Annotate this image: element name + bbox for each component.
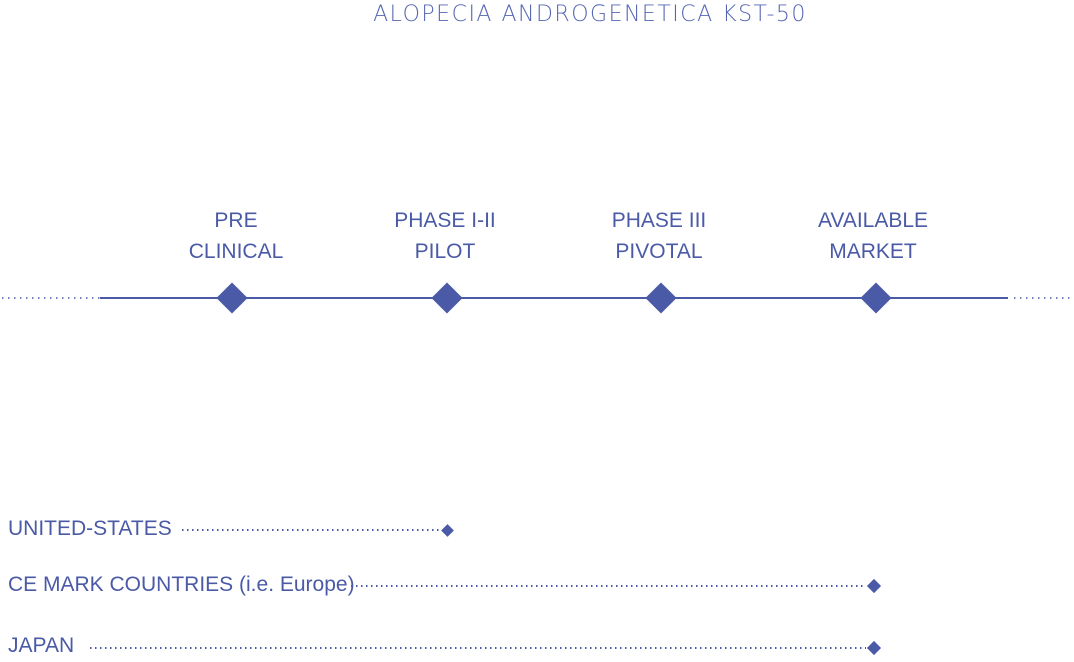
phase-milestone-marker: [216, 282, 248, 314]
phase-milestone-marker: [431, 282, 463, 314]
phase-label-line1: PRE: [214, 209, 258, 232]
phase-milestone-marker: [860, 282, 892, 314]
market-label-us: UNITED-STATES: [8, 517, 172, 540]
phase-label-line1: AVAILABLE: [817, 209, 929, 232]
phase-milestone-marker: [645, 282, 677, 314]
phase-label-line2: PILOT: [414, 240, 476, 263]
phase-label-line2: CLINICAL: [188, 240, 284, 263]
phase-label-available-market: AVAILABLE MARKET: [793, 205, 953, 267]
diagram-title: ALOPECIA ANDROGENETICA KST-50: [373, 2, 807, 27]
market-progress-marker-ce: [866, 578, 882, 594]
market-label-ce-mark: CE MARK COUNTRIES (i.e. Europe): [8, 573, 355, 596]
phase-label-line1: PHASE I-II: [394, 209, 496, 232]
market-label-japan: JAPAN: [8, 634, 75, 657]
market-progress-marker-us: [441, 524, 454, 537]
phase-label-line2: MARKET: [829, 240, 917, 263]
market-progress-marker-japan: [866, 640, 882, 656]
phase-label-line1: PHASE III: [611, 209, 707, 232]
phase-label-phase-1-2: PHASE I-II PILOT: [365, 205, 525, 267]
phase-label-line2: PIVOTAL: [615, 240, 703, 263]
phase-label-phase-3: PHASE III PIVOTAL: [579, 205, 739, 267]
phase-label-pre-clinical: PRE CLINICAL: [156, 205, 316, 267]
